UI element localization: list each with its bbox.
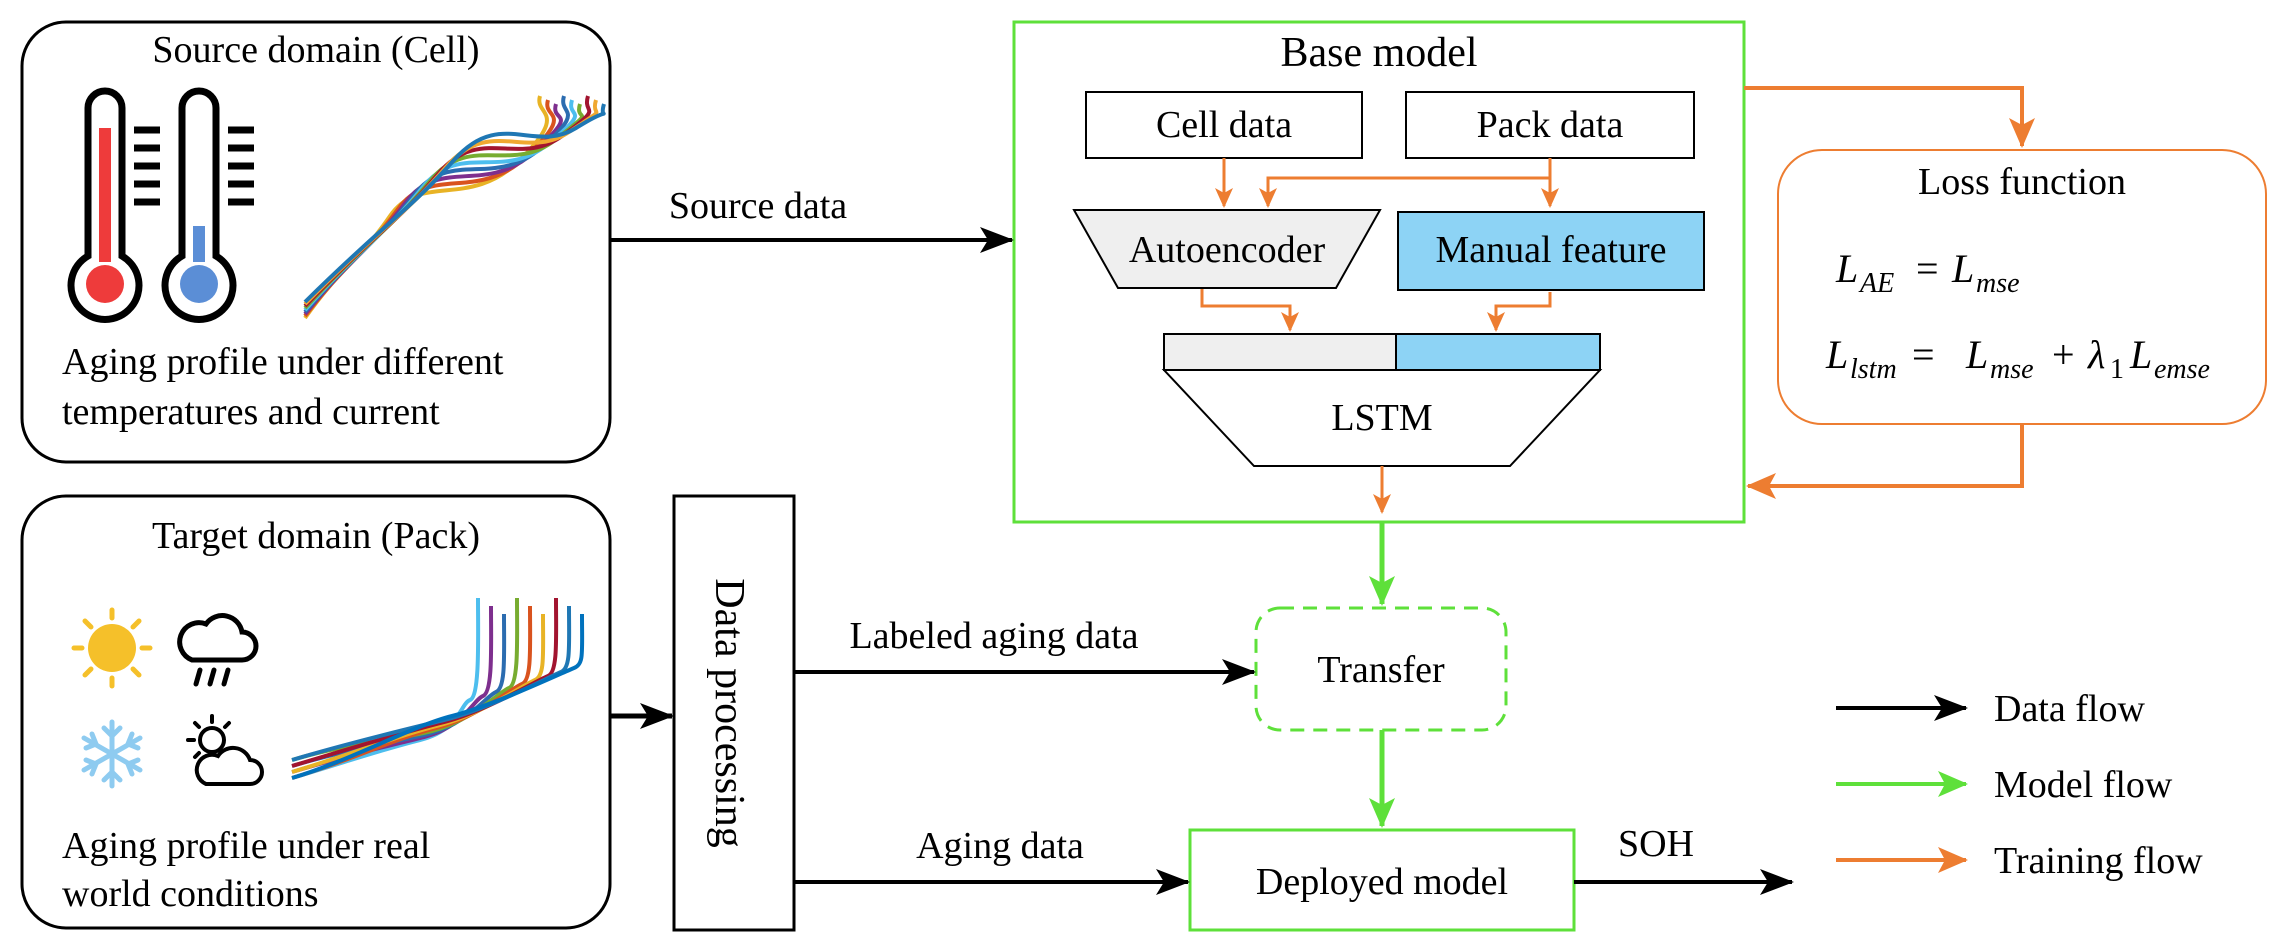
feature-vector-manual-part xyxy=(1395,333,1601,371)
eq2-plus: + xyxy=(2052,332,2075,377)
eq1-rhs: L xyxy=(1951,246,1974,291)
snowflake-icon xyxy=(81,719,143,789)
source-curve xyxy=(303,103,606,304)
source-domain-title: Source domain (Cell) xyxy=(152,29,479,71)
rain-cloud-icon xyxy=(177,613,259,687)
cell-data-label: Cell data xyxy=(1156,104,1292,146)
eq2-term1-sub: mse xyxy=(1990,354,2034,385)
labeled-aging-data-label: Labeled aging data xyxy=(849,615,1138,657)
deployed-model-box: Deployed model xyxy=(1188,828,1576,932)
loss-function-title: Loss function xyxy=(1918,161,2126,203)
eq2-equals: = xyxy=(1912,332,1935,377)
thermometer-cold-icon xyxy=(161,87,254,323)
target-caption-line2: world conditions xyxy=(62,873,318,915)
lstm-label: LSTM xyxy=(1331,397,1432,439)
pack-data-label: Pack data xyxy=(1477,104,1624,146)
loss-to-base-arrow xyxy=(1746,424,2024,499)
loss-function-box: Loss function L AE = L mse L lstm = L ms… xyxy=(1777,149,2267,425)
legend-model-flow-label: Model flow xyxy=(1994,764,2173,806)
target-domain-panel: Target domain (Pack) xyxy=(20,494,612,930)
soh-label: SOH xyxy=(1618,823,1694,865)
cell-data-box xyxy=(1085,91,1363,159)
eq2-lhs: L xyxy=(1825,332,1848,377)
source-domain-panel: Source domain (Cell) Aging pr xyxy=(20,20,612,464)
target-domain-title: Target domain (Pack) xyxy=(152,515,480,557)
target-caption-line1: Aging profile under real xyxy=(62,825,430,867)
base-model-box: Base model Cell data Pack data Autoencod… xyxy=(1012,20,1746,524)
feature-vector-ae-part xyxy=(1163,333,1397,371)
eq1-lhs: L xyxy=(1835,246,1858,291)
data-processing-box: Data processing xyxy=(672,494,796,932)
eq2-term1: L xyxy=(1965,332,1988,377)
source-caption-line2: temperatures and current xyxy=(62,391,440,433)
manual-feature-block xyxy=(1397,211,1705,291)
legend-training-flow-label: Training flow xyxy=(1994,840,2203,882)
loss-equation-lstm: L lstm = L mse + λ 1 L emse xyxy=(1825,332,2210,385)
pack-data-box xyxy=(1405,91,1695,159)
thermometer-hot-icon xyxy=(67,87,160,323)
autoencoder-label: Autoencoder xyxy=(1129,229,1326,271)
lstm-block xyxy=(1161,369,1603,467)
eq2-term2: L xyxy=(2129,332,2152,377)
eq1-rhs-sub: mse xyxy=(1976,268,2020,299)
aging-data-label: Aging data xyxy=(916,825,1084,867)
eq2-term2-sub: emse xyxy=(2154,354,2210,385)
source-caption-line1: Aging profile under different xyxy=(62,341,504,383)
data-processing-label: Data processing xyxy=(706,578,752,847)
legend-data-flow-label: Data flow xyxy=(1994,688,2145,730)
eq1-lhs-sub: AE xyxy=(1858,268,1894,299)
sun-icon xyxy=(71,607,153,689)
transfer-label: Transfer xyxy=(1317,649,1445,691)
eq2-lambda-sub: 1 xyxy=(2110,354,2124,385)
source-data-label: Source data xyxy=(669,185,847,227)
eq1-equals: = xyxy=(1916,246,1939,291)
manual-feature-label: Manual feature xyxy=(1435,229,1666,271)
source-aging-curves xyxy=(303,95,606,320)
transfer-box: Transfer xyxy=(1254,606,1508,732)
base-to-loss-arrow xyxy=(1744,86,2035,148)
autoencoder-block xyxy=(1072,209,1382,289)
eq2-lhs-sub: lstm xyxy=(1850,354,1897,385)
target-curve xyxy=(291,613,585,780)
legend: Data flow Model flow Training flow xyxy=(1836,688,2203,882)
loss-equation-ae: L AE = L mse xyxy=(1835,246,2020,299)
partly-cloudy-icon xyxy=(186,714,264,786)
base-model-title: Base model xyxy=(1280,30,1477,76)
target-aging-curves xyxy=(291,597,585,780)
eq2-lambda: λ xyxy=(2087,332,2105,377)
deployed-model-label: Deployed model xyxy=(1256,861,1508,903)
